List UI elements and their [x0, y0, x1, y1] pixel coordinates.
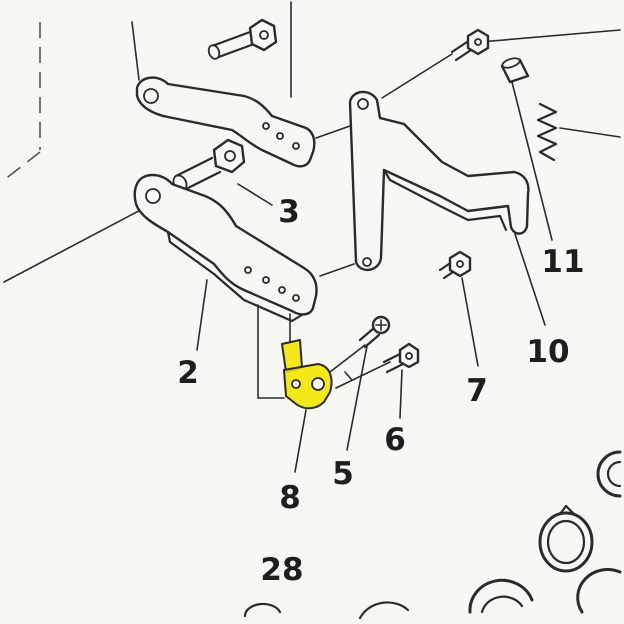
cap-part-11: [500, 57, 530, 84]
bottom-middle-partial: [358, 601, 410, 620]
leader-line-10: [514, 233, 546, 326]
lower-arm-part-2: [133, 173, 318, 323]
ring-bottom-center-inner: [480, 595, 524, 614]
top-right-bolt: [450, 28, 490, 62]
bolt-7: [438, 250, 472, 280]
part-8-reference-line: [257, 304, 285, 399]
ring-bottom-right: [576, 568, 622, 614]
callout-5: 5: [332, 456, 354, 492]
upper-arm-top-line: [131, 21, 140, 81]
spring: [536, 102, 558, 162]
bracket-part-10: [348, 90, 530, 271]
bolt-3: [172, 138, 246, 192]
leader-line-spring: [559, 127, 621, 138]
dashed-reference-line-diagonal: [3, 151, 41, 181]
part-8-to-bolt-5-line: [329, 344, 366, 373]
top-bolt: [207, 18, 278, 60]
leader-line-top-right: [479, 29, 621, 43]
bracket-part-8: [281, 339, 333, 410]
ring-bottom-center: [468, 578, 534, 614]
leader-line-7: [461, 277, 479, 367]
callout-8: 8: [279, 480, 301, 516]
callout-6: 6: [384, 422, 406, 458]
connector-line-top: [381, 53, 453, 99]
part-8-short-line: [344, 371, 353, 381]
leader-line-3: [237, 183, 273, 206]
leader-line-5: [346, 345, 368, 451]
callout-10: 10: [526, 334, 569, 370]
callout-2: 2: [177, 355, 199, 391]
callout-11: 11: [541, 244, 584, 280]
leader-line-8: [294, 409, 307, 473]
callout-7: 7: [466, 373, 488, 409]
leader-line-left: [3, 204, 151, 283]
screw-5: [358, 315, 391, 349]
callout-3: 3: [278, 194, 300, 230]
ring-right-edge: [596, 450, 622, 498]
connector-line-upper: [315, 125, 351, 139]
leader-line-6: [399, 369, 403, 419]
leader-line-2: [196, 279, 208, 351]
upper-arm: [135, 76, 316, 168]
connector-line-lower: [319, 263, 355, 277]
snap-ring: [538, 504, 594, 573]
callout-28: 28: [260, 552, 303, 588]
bolt-6: [382, 342, 420, 374]
ring-right-edge-inner: [606, 460, 622, 488]
leader-line-11: [511, 81, 553, 241]
part-8-to-bolt-6-line: [335, 361, 391, 389]
part-28-partial: [243, 602, 282, 618]
